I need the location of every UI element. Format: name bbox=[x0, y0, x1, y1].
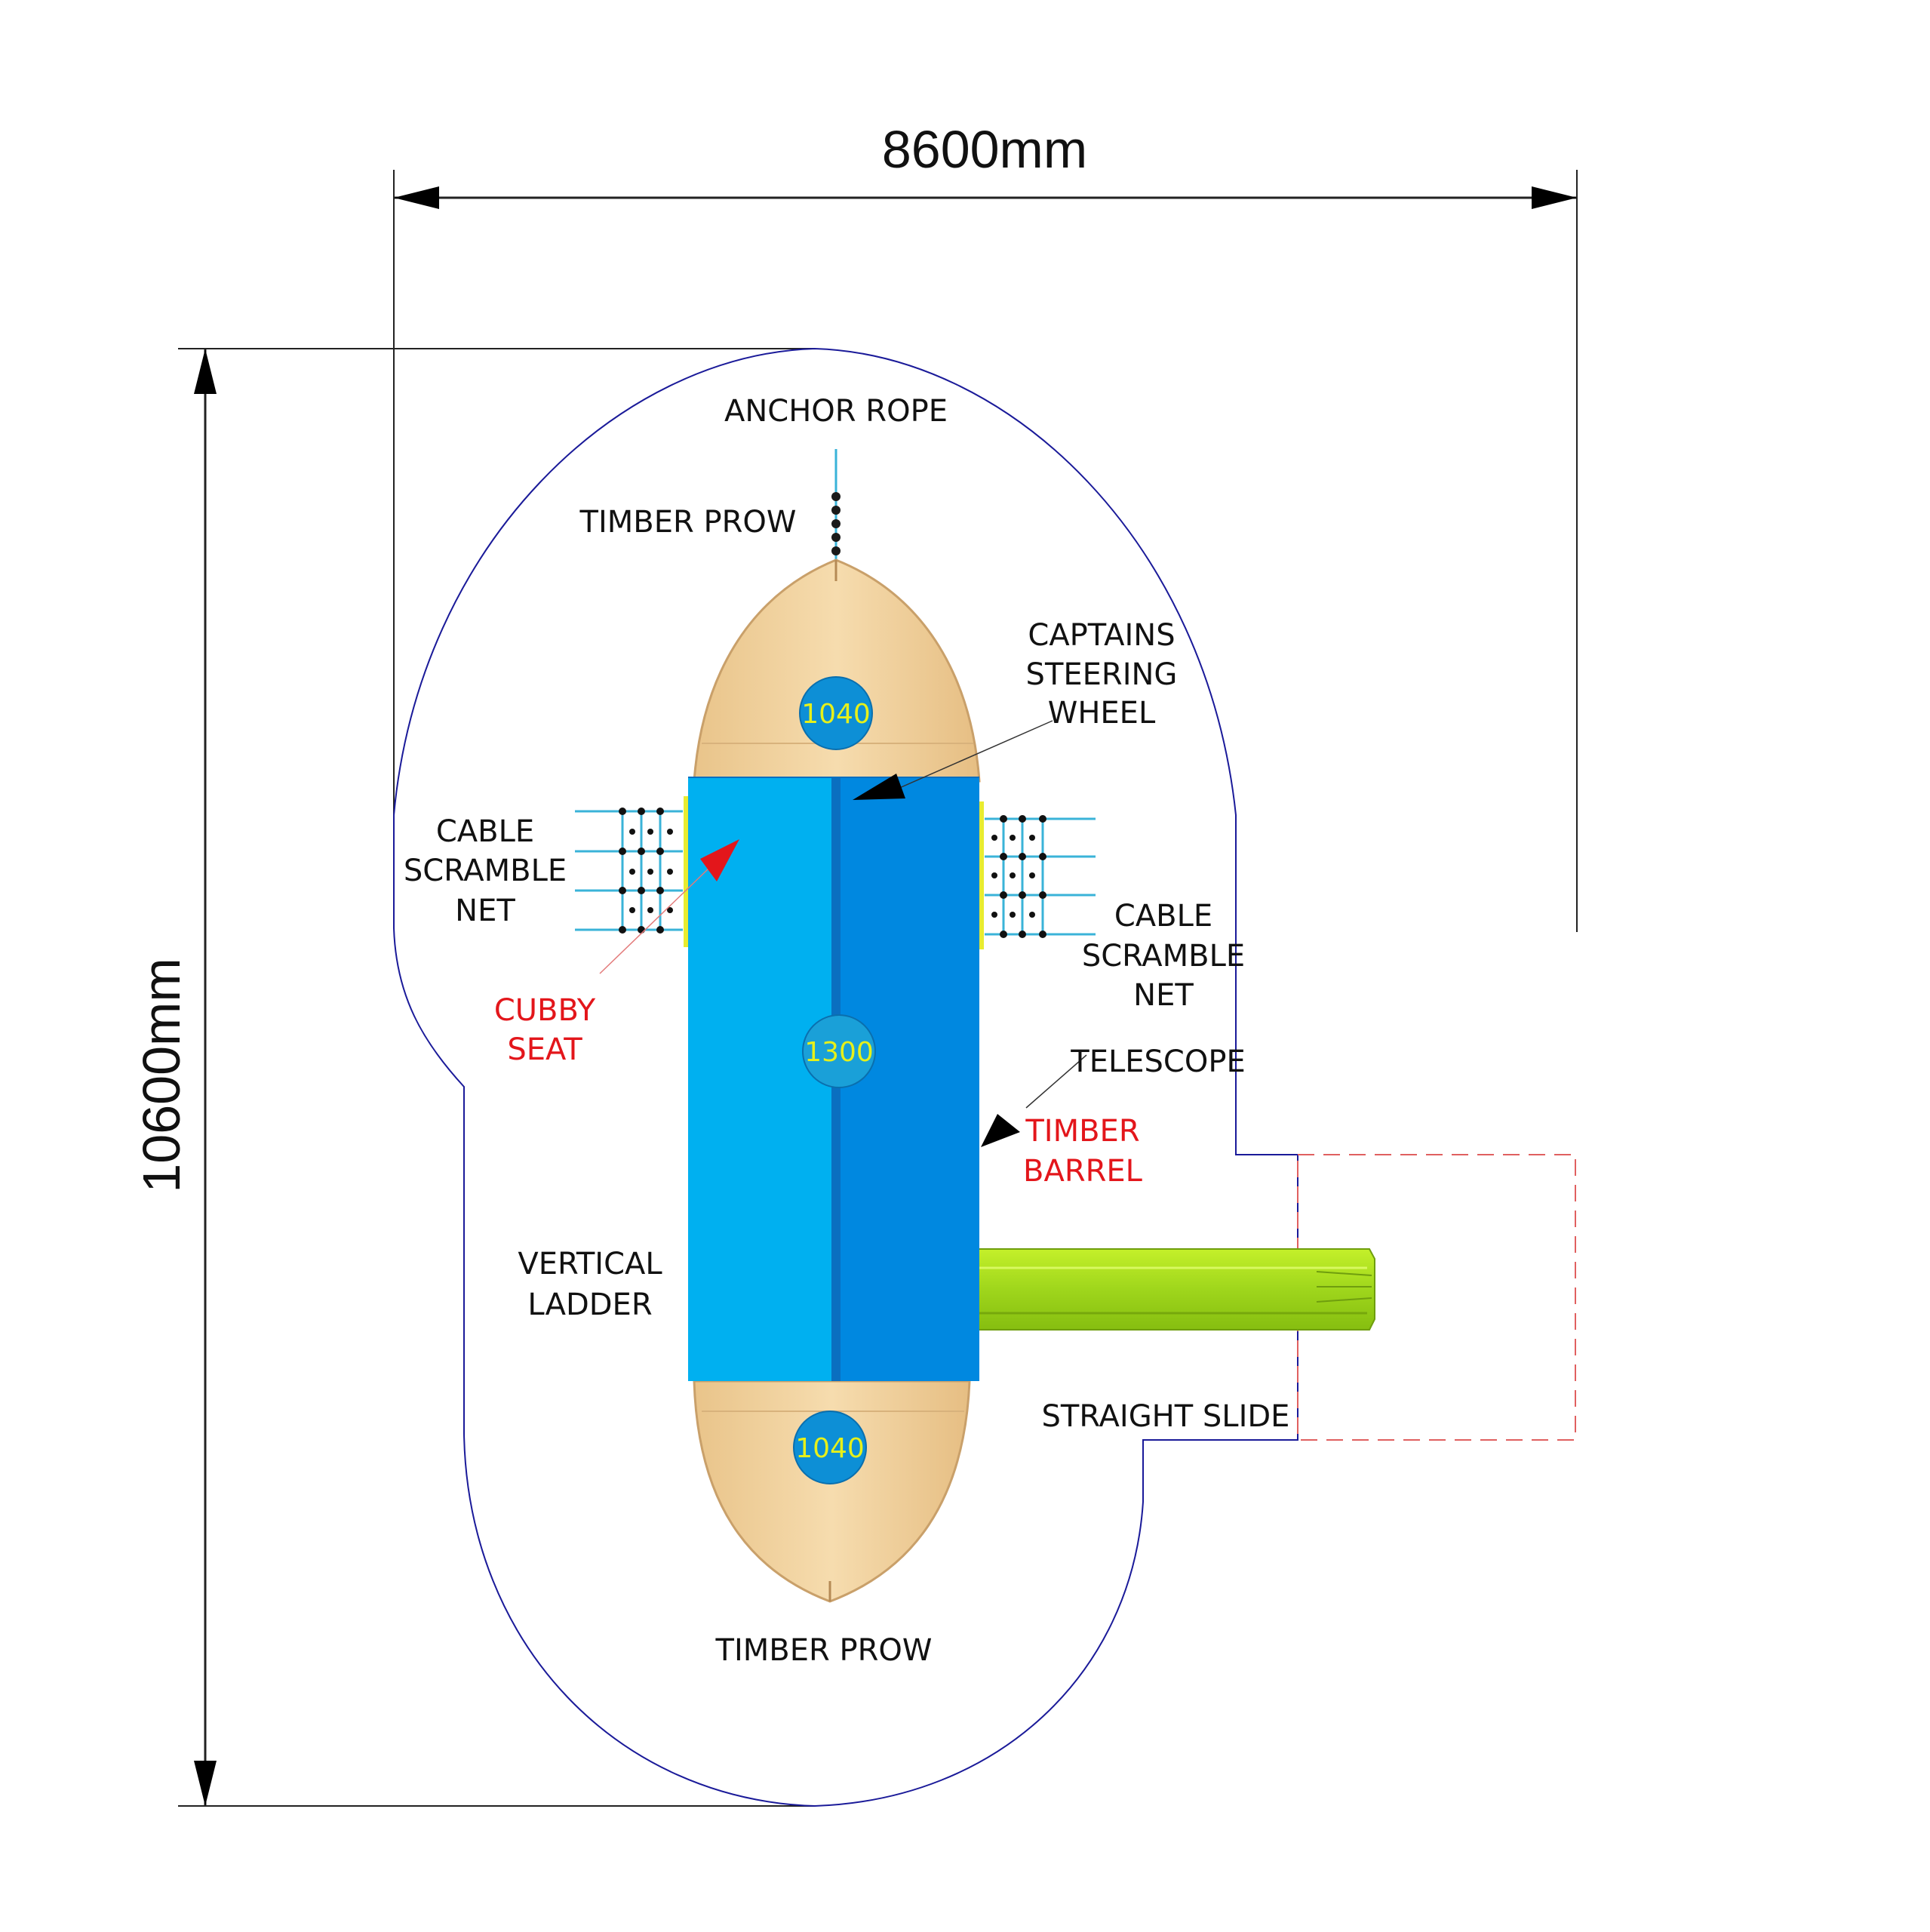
label-captains-steering-wheel: CAPTAINS STEERING WHEEL bbox=[1026, 618, 1178, 731]
width-dimension: 8600mm bbox=[393, 120, 1578, 932]
svg-text:SCRAMBLE: SCRAMBLE bbox=[1082, 939, 1245, 974]
label-cable-scramble-net-left: CABLE SCRAMBLE NET bbox=[404, 814, 567, 928]
svg-text:NET: NET bbox=[455, 894, 515, 928]
anchor-rope bbox=[831, 449, 841, 568]
label-timber-barrel: TIMBER BARREL bbox=[1023, 1114, 1143, 1189]
deck-height-badge-top: 1040 bbox=[799, 676, 873, 750]
label-straight-slide: STRAIGHT SLIDE bbox=[1042, 1399, 1290, 1434]
steering-wheel-arrow-icon bbox=[853, 774, 905, 800]
safety-zone-outline bbox=[393, 347, 1298, 1807]
width-dimension-label: 8600mm bbox=[882, 120, 1087, 179]
straight-slide bbox=[976, 1248, 1375, 1331]
cubby-seat-leader bbox=[599, 839, 739, 974]
svg-text:LADDER: LADDER bbox=[527, 1287, 652, 1322]
height-dimension: 10600mm bbox=[132, 348, 815, 1807]
telescope-leader bbox=[981, 1054, 1087, 1147]
svg-text:STEERING: STEERING bbox=[1026, 657, 1178, 692]
left-side-rail bbox=[684, 796, 690, 947]
label-vertical-ladder: VERTICAL LADDER bbox=[518, 1247, 662, 1322]
label-timber-prow-top: TIMBER PROW bbox=[579, 505, 797, 540]
height-dimension-label: 10600mm bbox=[132, 958, 191, 1192]
svg-text:SEAT: SEAT bbox=[507, 1032, 582, 1067]
right-side-rail bbox=[978, 801, 984, 949]
svg-text:TIMBER: TIMBER bbox=[1025, 1114, 1139, 1149]
svg-text:VERTICAL: VERTICAL bbox=[518, 1247, 662, 1281]
svg-text:BARREL: BARREL bbox=[1023, 1154, 1143, 1189]
svg-text:SCRAMBLE: SCRAMBLE bbox=[404, 854, 567, 888]
label-anchor-rope: ANCHOR ROPE bbox=[724, 394, 948, 429]
svg-text:CAPTAINS: CAPTAINS bbox=[1028, 618, 1175, 653]
label-cubby-seat: CUBBY SEAT bbox=[494, 993, 596, 1067]
deck-height-badge-bottom: 1040 bbox=[793, 1411, 867, 1484]
svg-text:1040: 1040 bbox=[795, 1433, 865, 1464]
svg-text:1300: 1300 bbox=[804, 1037, 874, 1068]
svg-text:CABLE: CABLE bbox=[1114, 899, 1212, 934]
cable-scramble-net-left bbox=[575, 808, 683, 934]
svg-text:WHEEL: WHEEL bbox=[1048, 696, 1156, 731]
deck-height-badge-center: 1300 bbox=[802, 1014, 876, 1088]
telescope-arrow-icon bbox=[981, 1114, 1020, 1147]
svg-text:CABLE: CABLE bbox=[436, 814, 534, 849]
cubby-seat-arrow-icon bbox=[700, 839, 739, 881]
svg-text:CUBBY: CUBBY bbox=[494, 993, 596, 1028]
label-timber-prow-bottom: TIMBER PROW bbox=[715, 1633, 933, 1668]
steering-wheel-leader bbox=[853, 720, 1053, 800]
cable-scramble-net-right bbox=[985, 815, 1096, 938]
label-telescope: TELESCOPE bbox=[1070, 1044, 1245, 1079]
label-cable-scramble-net-right: CABLE SCRAMBLE NET bbox=[1082, 899, 1245, 1013]
svg-text:1040: 1040 bbox=[801, 699, 871, 730]
svg-text:NET: NET bbox=[1133, 978, 1194, 1013]
